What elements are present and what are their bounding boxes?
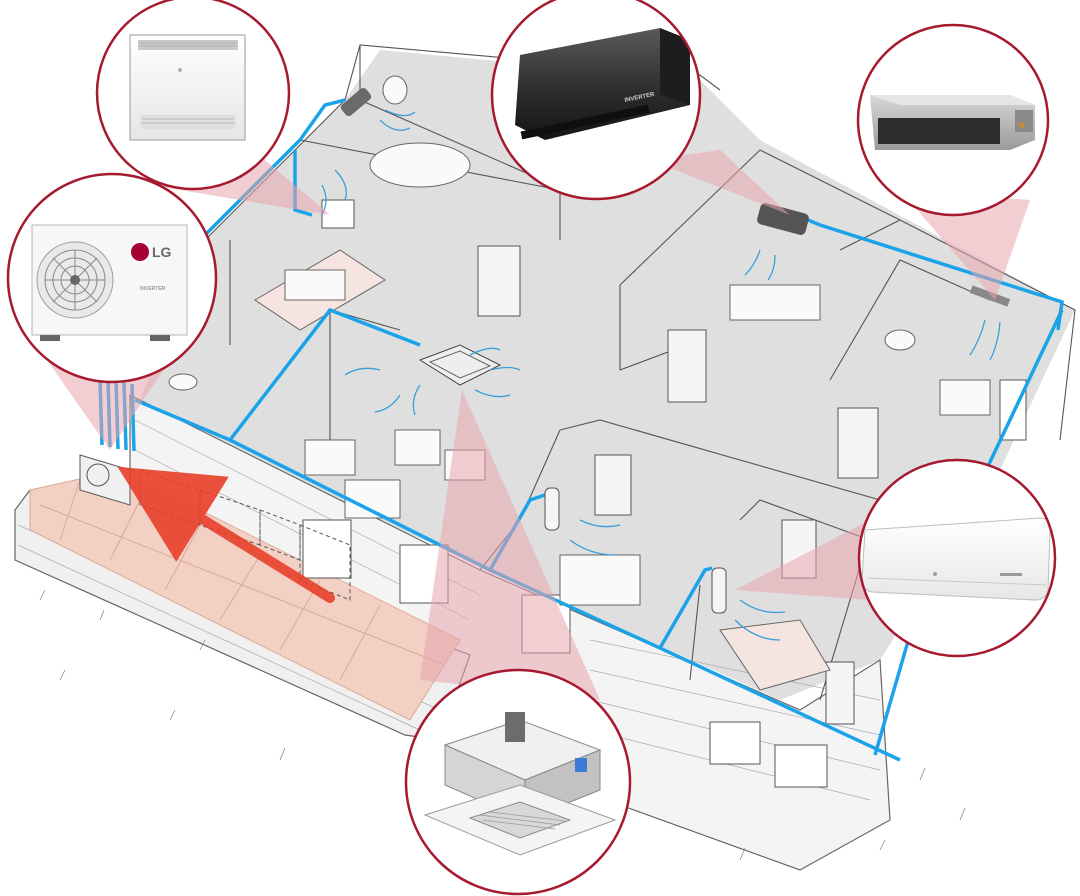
wall-mounted-white-icon bbox=[861, 517, 1051, 601]
callout-ceiling-cassette bbox=[404, 668, 632, 896]
callout-floor-console bbox=[95, 0, 291, 191]
outdoor-brand-label: LG bbox=[152, 244, 172, 260]
furniture bbox=[168, 75, 991, 691]
airflow-lines bbox=[321, 109, 1001, 641]
wall-mounted-dark-icon: INVERTER bbox=[515, 28, 690, 140]
doors bbox=[477, 245, 879, 725]
outdoor-unit-icon: LG INVERTER bbox=[31, 224, 188, 341]
unit-move-arrow bbox=[117, 466, 335, 603]
ducted-unit-icon bbox=[870, 95, 1035, 150]
callout-outdoor-unit: LG INVERTER bbox=[6, 172, 218, 384]
terrace-tiles bbox=[39, 479, 446, 681]
floor-console-icon bbox=[129, 34, 246, 141]
callout-ducted-unit bbox=[856, 23, 1050, 217]
callout-wall-mounted-dark: INVERTER bbox=[490, 0, 702, 201]
outdoor-inverter-label: INVERTER bbox=[140, 286, 166, 292]
callout-wall-mounted-white bbox=[857, 458, 1057, 658]
ground-grass bbox=[39, 589, 966, 861]
lg-logo-icon bbox=[131, 243, 149, 261]
ceiling-cassette-icon bbox=[423, 712, 617, 856]
